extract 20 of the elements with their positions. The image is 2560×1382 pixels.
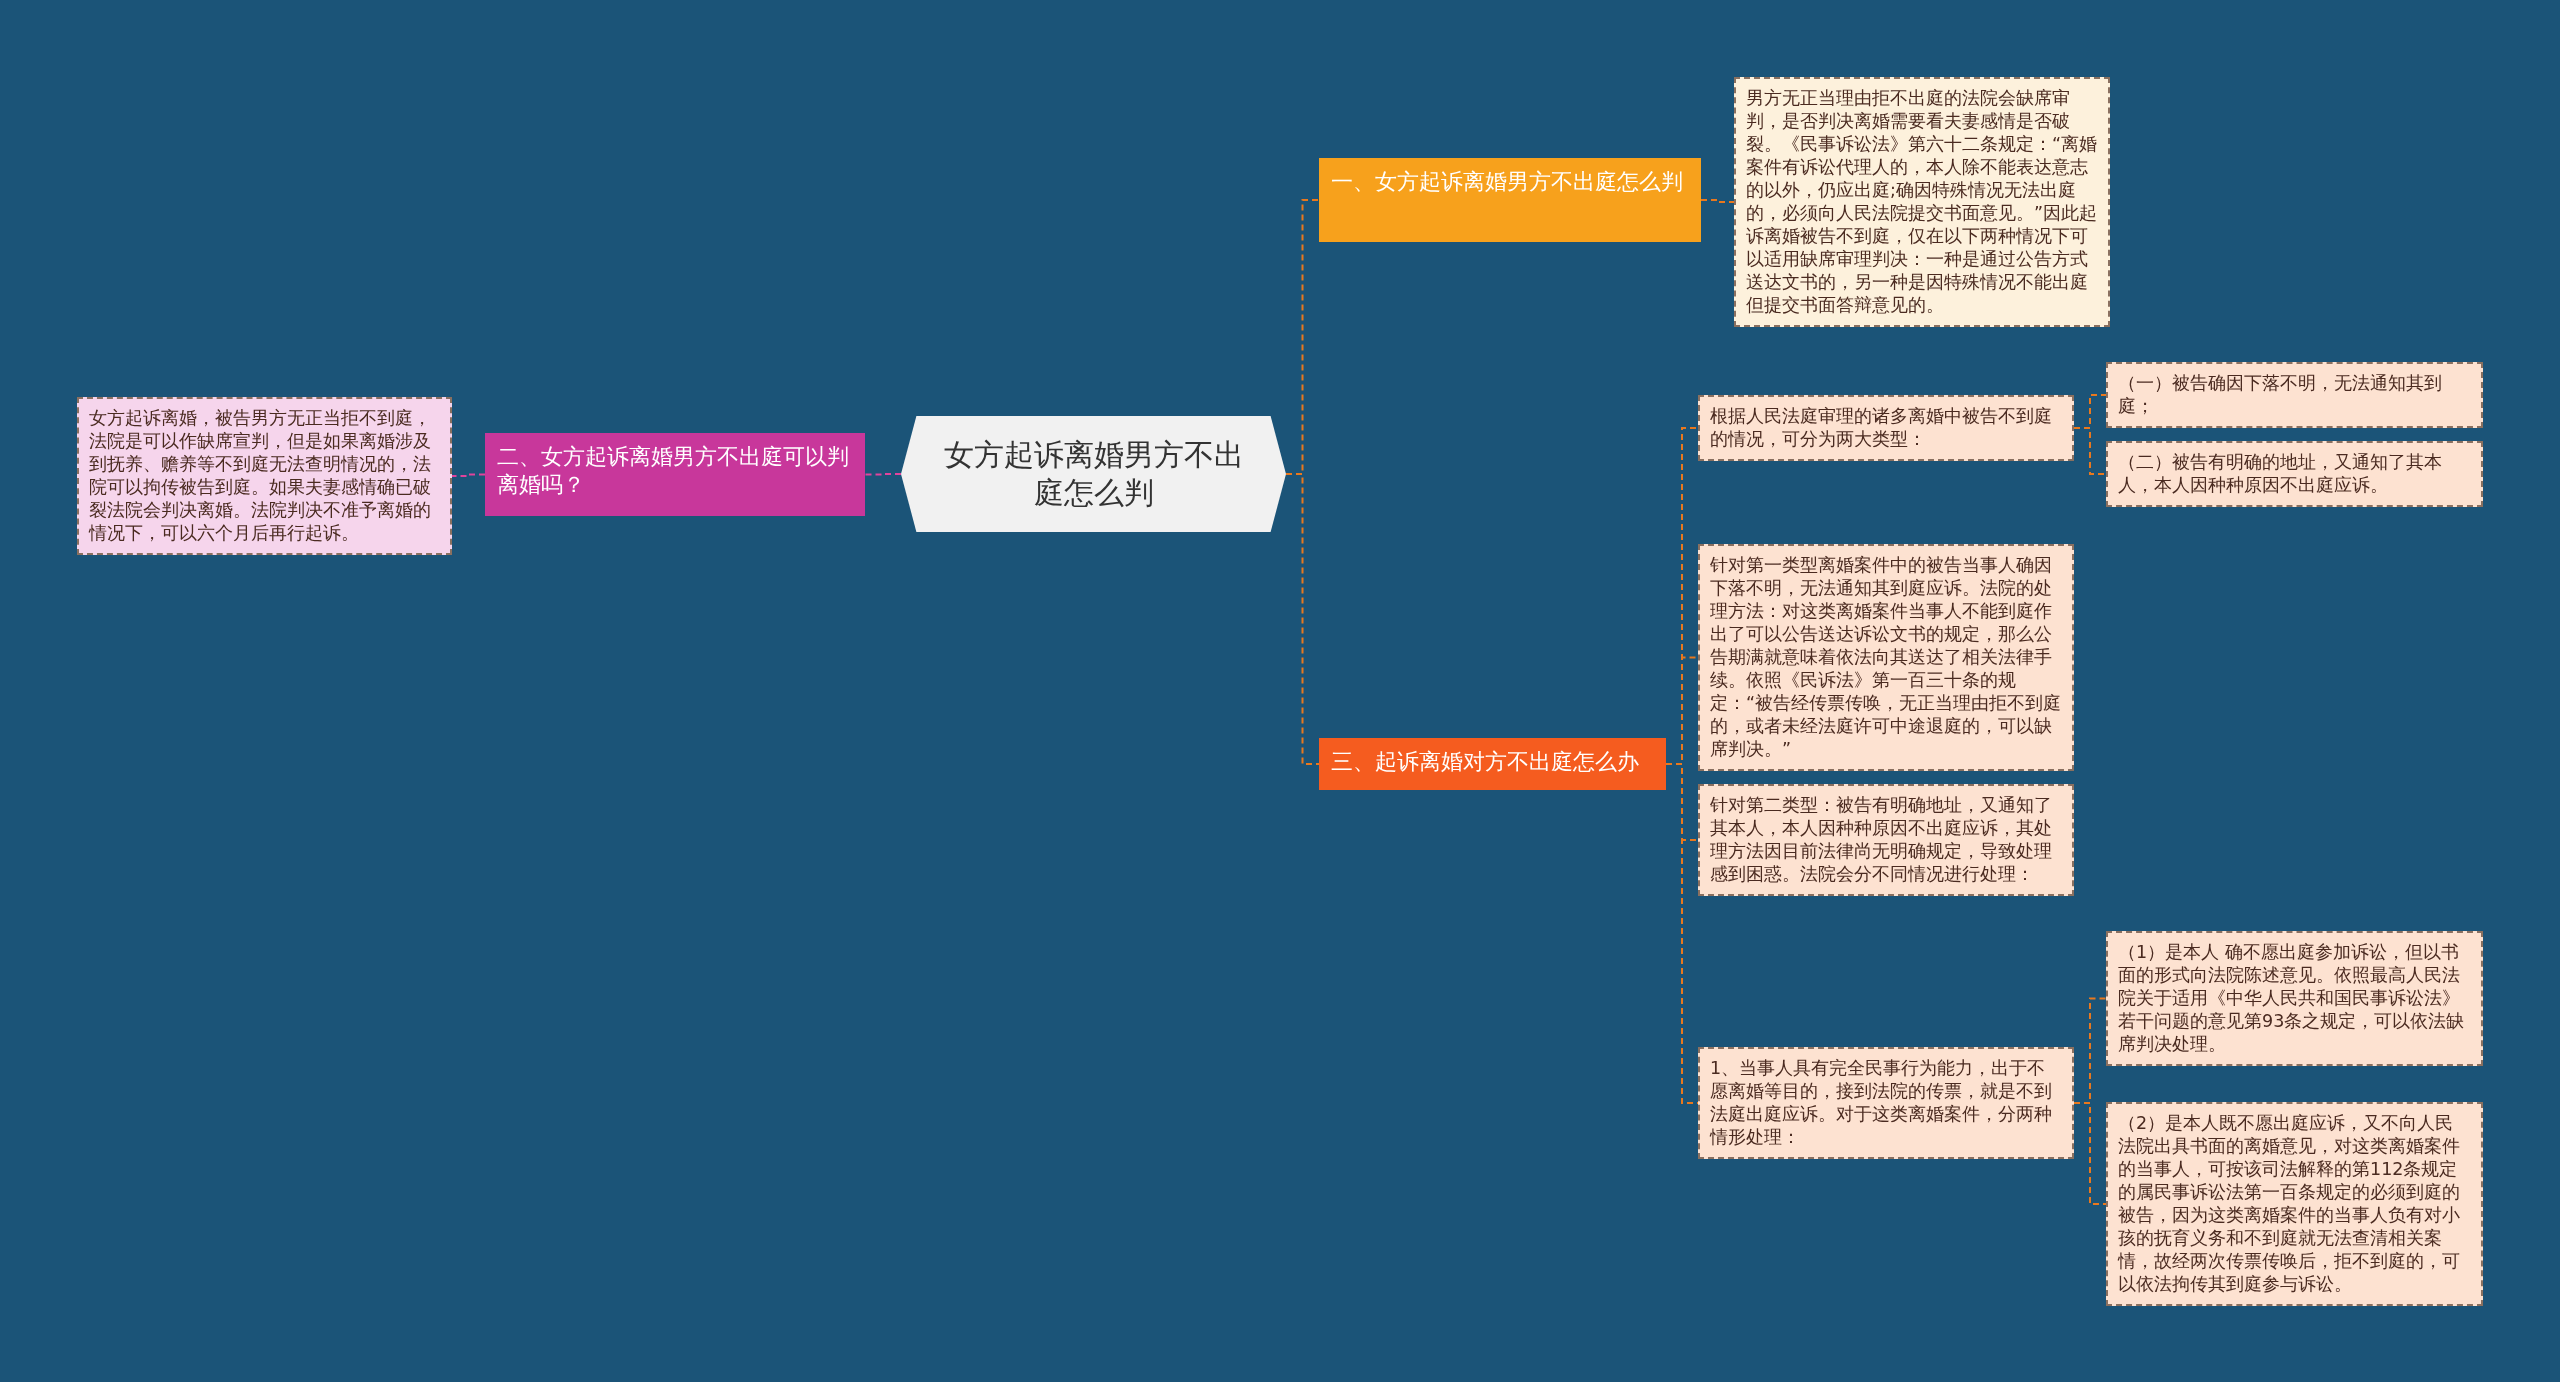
note-box: 女方起诉离婚，被告男方无正当拒不到庭，法院是可以作缺席宣判，但是如果离婚涉及到抚养、赡养等不到庭无法查明情况的，法院可以拘传被告到庭。如果夫妻感情确已破裂法院会判决离婚。法院判决不准予离婚的情况下，可以六个月后再行起诉。 [77,397,452,555]
central-topic: 女方起诉离婚男方不出庭怎么判 [901,416,1286,532]
branch-box: 一、女方起诉离婚男方不出庭怎么判 [1319,158,1701,242]
note-box: 男方无正当理由拒不出庭的法院会缺席审判，是否判决离婚需要看夫妻感情是否破裂。《民事诉讼法》第六十二条规定：“离婚案件有诉讼代理人的，本人除不能表达意志的以外，仍应出庭;确因特殊情况无法出庭的，必须向人民法院提交书面意见。”因此起诉离婚被告不到庭，仅在以下两种情况下可以适用缺席审理判决：一种是通过公告方式送达文书的，另一种是因特殊情况不能出庭但提交书面答辩意见的。 [1734,77,2110,327]
connector-line [2073,427,2107,475]
connector-line [864,473,902,476]
connector-line [1285,473,1320,765]
note-box: 1、当事人具有完全民事行为能力，出于不愿离婚等目的，接到法院的传票，就是不到法庭出庭应诉。对于这类离婚案件，分两种情形处理： [1698,1047,2074,1159]
connector-line [451,473,486,477]
note-box: 针对第二类型：被告有明确地址，又通知了其本人，本人因种种原因不出庭应诉，其处理方法因目前法律尚无明确规定，导致处理感到困惑。法院会分不同情况进行处理： [1698,784,2074,896]
note-box: （1）是本人 确不愿出庭参加诉讼，但以书面的形式向法院陈述意见。依照最高人民法院关于适用《中华人民共和国民事诉讼法》若干问题的意见第93条之规定，可以依法缺席判决处理。 [2106,931,2483,1066]
note-box: 根据人民法庭审理的诸多离婚中被告不到庭的情况，可分为两大类型： [1698,395,2074,461]
branch-box: 三、起诉离婚对方不出庭怎么办 [1319,738,1666,790]
note-box: （2）是本人既不愿出庭应诉，又不向人民法院出具书面的离婚意见，对这类离婚案件的当事人，可按该司法解释的第112条规定的属民事诉讼法第一百条规定的必须到庭的被告，因为这类离婚案件的当事人负有对小孩的抚育义务和不到庭就无法查清相关案情，故经两次传票传唤后，拒不到庭的，可以依法拘传其到庭参与诉讼。 [2106,1102,2483,1306]
note-box: 针对第一类型离婚案件中的被告当事人确因下落不明，无法通知其到庭应诉。法院的处理方法：对这类离婚案件当事人不能到庭作出了可以公告送达诉讼文书的规定，那么公告期满就意味着依法向其送达了相关法律手续。依照《民诉法》第一百三十条的规定：“被告经传票传唤，无正当理由拒不到庭的，或者未经法庭许可中途退庭的，可以缺席判决。” [1698,544,2074,771]
connector-line [2073,1102,2107,1205]
note-box: （二）被告有明确的地址，又通知了其本人，本人因种种原因不出庭应诉。 [2106,441,2483,507]
note-box: （一）被告确因下落不明，无法通知其到庭； [2106,362,2483,428]
branch-box: 二、女方起诉离婚男方不出庭可以判离婚吗？ [485,433,865,516]
connector-line [1700,199,1735,203]
